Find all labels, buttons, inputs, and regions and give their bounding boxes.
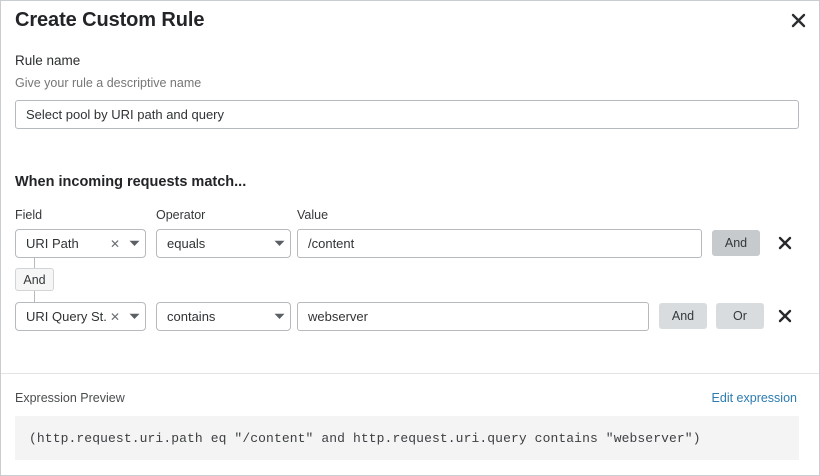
expression-preview-box: (http.request.uri.path eq "/content" and… <box>15 416 799 460</box>
operator-select-row-2[interactable]: contains <box>156 302 291 331</box>
clear-x-icon[interactable]: ✕ <box>109 309 121 324</box>
operator-select-row-1[interactable]: equals <box>156 229 291 258</box>
close-icon[interactable] <box>785 7 811 33</box>
group-connector-and[interactable]: And <box>15 268 54 291</box>
expression-preview-text: (http.request.uri.path eq "/content" and… <box>29 430 701 446</box>
field-select-row-1[interactable]: URI Path ✕ <box>15 229 146 258</box>
column-label-value: Value <box>297 208 329 222</box>
edit-expression-link[interactable]: Edit expression <box>711 391 797 405</box>
column-label-operator: Operator <box>156 208 206 222</box>
logic-or-button-row-2[interactable]: Or <box>716 303 764 329</box>
delete-condition-row-1[interactable] <box>772 229 798 257</box>
chevron-down-icon[interactable] <box>268 313 290 320</box>
clear-x-icon[interactable]: ✕ <box>109 236 121 251</box>
operator-select-value-row-1: equals <box>167 236 206 251</box>
chevron-down-icon[interactable] <box>123 240 145 247</box>
operator-select-value-row-2: contains <box>167 309 216 324</box>
value-input-row-1[interactable] <box>297 229 702 258</box>
chevron-down-icon[interactable] <box>123 313 145 320</box>
connector-line-top <box>34 258 35 268</box>
rule-name-input[interactable] <box>15 100 799 129</box>
delete-condition-row-2[interactable] <box>772 302 798 330</box>
dialog-title: Create Custom Rule <box>15 9 205 31</box>
logic-and-button-row-1[interactable]: And <box>712 230 760 256</box>
value-input-row-2[interactable] <box>297 302 649 331</box>
connector-line-bottom <box>34 291 35 302</box>
expression-preview-label: Expression Preview <box>15 391 125 405</box>
field-select-value-row-2: URI Query St... <box>26 309 107 324</box>
section-divider <box>1 373 819 374</box>
conditions-heading: When incoming requests match... <box>15 174 247 190</box>
rule-name-help-text: Give your rule a descriptive name <box>15 76 202 90</box>
column-label-field: Field <box>15 208 43 222</box>
chevron-down-icon[interactable] <box>268 240 290 247</box>
rule-name-label: Rule name <box>15 53 81 68</box>
field-select-value-row-1: URI Path <box>26 236 79 251</box>
field-select-row-2[interactable]: URI Query St... ✕ <box>15 302 146 331</box>
logic-and-button-row-2[interactable]: And <box>659 303 707 329</box>
